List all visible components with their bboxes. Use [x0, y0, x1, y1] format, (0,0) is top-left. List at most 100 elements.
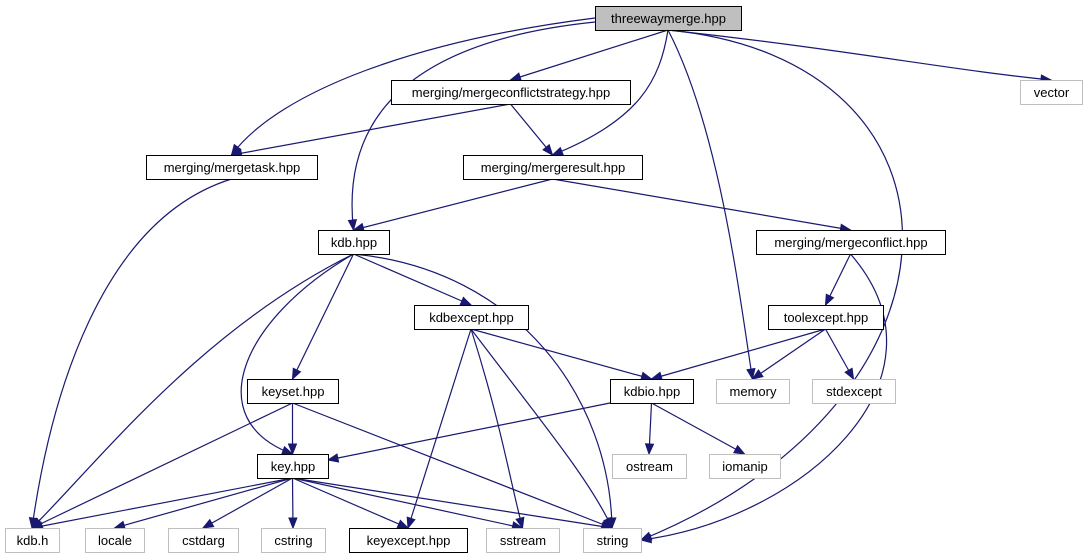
arrowhead-icon [113, 520, 126, 530]
node-box [486, 528, 560, 553]
edge-mergeconflictstrategy-to-mergeresult [510, 103, 553, 156]
edge-kdbhpp-to-key [240, 253, 354, 455]
node-box [709, 454, 781, 479]
node-key[interactable]: key.hpp [257, 454, 329, 479]
edge-kdbexcept-to-kdbio [470, 328, 652, 380]
arrowhead-icon [406, 516, 416, 530]
edge-kdbexcept-to-sstream [470, 328, 524, 529]
edge-kdbio-to-iomanip [651, 402, 745, 455]
node-box [1020, 80, 1083, 105]
edge-threewaymerge-to-mergeresult [552, 29, 669, 156]
node-box [583, 528, 642, 553]
node-label: cstdarg [182, 533, 225, 548]
node-box [610, 379, 694, 404]
node-memory: memory [716, 379, 790, 404]
arrowhead-icon [396, 519, 410, 529]
edge-kdbhpp-to-string [353, 253, 613, 529]
arrowhead-icon [287, 443, 298, 456]
node-label: keyexcept.hpp [367, 533, 451, 548]
edge-kdbexcept-to-string [470, 328, 613, 529]
arrowhead-icon [542, 143, 554, 157]
arrowhead-icon [644, 443, 655, 456]
node-label: cstring [274, 533, 312, 548]
edge-keyset-to-kdbh [31, 402, 293, 529]
node-box [349, 528, 468, 553]
arrowhead-icon [515, 516, 525, 530]
node-box [595, 6, 742, 31]
arrowhead-icon [326, 453, 340, 463]
node-keyset[interactable]: keyset.hpp [247, 379, 339, 404]
node-label: keyset.hpp [262, 384, 325, 399]
arrowhead-icon [291, 367, 302, 381]
node-kdbio[interactable]: kdbio.hpp [610, 379, 694, 404]
node-box [261, 528, 326, 553]
node-kdbhpp[interactable]: kdb.hpp [318, 230, 390, 255]
node-box [146, 155, 318, 180]
node-label: sstream [500, 533, 546, 548]
node-label: kdb.hpp [331, 235, 377, 250]
edge-key-to-string [292, 477, 613, 529]
arrowhead-icon [509, 72, 522, 82]
edge-threewaymerge-to-mergetask [231, 17, 596, 156]
node-box [612, 454, 687, 479]
node-iomanip: iomanip [709, 454, 781, 479]
node-mergeconflictstrategy[interactable]: merging/mergeconflictstrategy.hpp [391, 80, 631, 105]
node-keyexcept[interactable]: keyexcept.hpp [349, 528, 468, 553]
nodes-layer: threewaymerge.hpp merging/mergeconflictst… [5, 6, 1083, 553]
node-box [716, 379, 790, 404]
edge-toolexcept-to-memory [752, 328, 826, 380]
node-mergeresult[interactable]: merging/mergeresult.hpp [463, 155, 643, 180]
node-locale: locale [85, 528, 145, 553]
node-box [812, 379, 896, 404]
node-box [756, 230, 946, 255]
node-mergetask[interactable]: merging/mergetask.hpp [146, 155, 318, 180]
node-label: iomanip [722, 459, 768, 474]
edge-key-to-locale [114, 477, 293, 529]
edge-kdbhpp-to-kdbexcept [353, 253, 472, 306]
arrowhead-icon [639, 533, 653, 544]
arrowhead-icon [751, 369, 764, 380]
edge-mergeresult-to-mergeconflict [552, 178, 851, 231]
edge-threewaymerge-to-mergeconflictstrategy [510, 29, 669, 81]
edge-toolexcept-to-kdbio [651, 328, 826, 380]
node-box [768, 305, 884, 330]
arrowhead-icon [746, 367, 756, 381]
node-kdbexcept[interactable]: kdbexcept.hpp [414, 305, 529, 330]
node-label: merging/mergeconflict.hpp [774, 235, 927, 250]
arrowhead-icon [551, 146, 565, 156]
node-box [85, 528, 145, 553]
node-box [5, 528, 60, 553]
node-label: ostream [626, 459, 673, 474]
node-box [168, 528, 239, 553]
edge-threewaymerge-to-memory [667, 29, 754, 380]
node-label: key.hpp [271, 459, 316, 474]
node-label: vector [1034, 85, 1070, 100]
edge-kdbhpp-to-kdbh [31, 253, 354, 529]
edge-key-to-keyexcept [292, 477, 409, 529]
edge-kdbio-to-key [327, 402, 611, 461]
arrowhead-icon [733, 444, 746, 455]
node-label: kdbio.hpp [624, 384, 680, 399]
node-box [318, 230, 390, 255]
edge-mergetask-to-kdbh [31, 178, 232, 529]
node-label: merging/mergetask.hpp [164, 160, 301, 175]
node-box [257, 454, 329, 479]
arrowhead-icon [288, 517, 298, 530]
node-cstdarg: cstdarg [168, 528, 239, 553]
node-label: memory [730, 384, 777, 399]
node-toolexcept[interactable]: toolexcept.hpp [768, 305, 884, 330]
edge-key-to-sstream [292, 477, 523, 529]
node-kdbh: kdb.h [5, 528, 60, 553]
edge-key-to-cstdarg [202, 477, 293, 529]
edge-kdbexcept-to-keyexcept [407, 328, 472, 529]
node-mergeconflict[interactable]: merging/mergeconflict.hpp [756, 230, 946, 255]
edge-threewaymerge-to-vector [667, 29, 1052, 81]
node-label: toolexcept.hpp [784, 310, 869, 325]
arrowhead-icon [347, 219, 358, 232]
edge-key-to-kdbh [31, 477, 293, 529]
edge-mergeresult-to-kdbhpp [353, 178, 553, 231]
node-label: kdb.h [17, 533, 49, 548]
node-box [391, 80, 631, 105]
node-threewaymerge[interactable]: threewaymerge.hpp [595, 6, 742, 31]
